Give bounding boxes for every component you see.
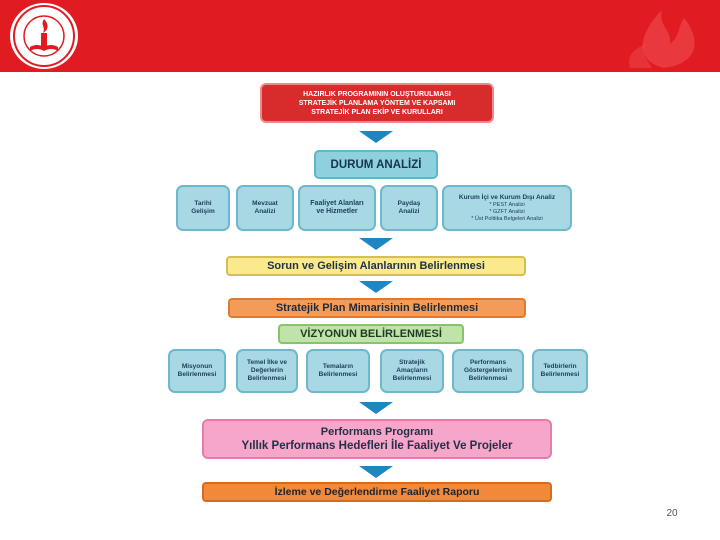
analysis-box-legislation-line-2: Analizi [254, 208, 276, 215]
situation-analysis-box: DURUM ANALİZİ [314, 150, 438, 179]
analysis-box-stakeholder-line-1: Paydaş [397, 200, 421, 207]
preparation-line-3: STRATEJİK PLAN EKİP VE KURULLARI [311, 108, 443, 116]
plan-box-indicators-line-3: Belirlenmesi [468, 375, 508, 382]
plan-box-strategic-goals: Stratejik Amaçların Belirlenmesi [380, 349, 444, 393]
plan-box-performance-indicators: Performans Göstergelerinin Belirlenmesi [452, 349, 524, 393]
flow-arrow-4 [359, 402, 393, 414]
plan-box-principles-line-1: Temel İlke ve [247, 359, 287, 366]
analysis-box-activities-line-1: Faaliyet Alanları [310, 200, 364, 207]
plan-box-measures-line-2: Belirlenmesi [540, 371, 580, 378]
analysis-box-activities: Faaliyet Alanları ve Hizmetler [298, 185, 376, 231]
analysis-sub-gzft: * GZFT Analizi [489, 208, 525, 215]
flow-arrow-3 [359, 281, 393, 293]
flow-arrow-5 [359, 466, 393, 478]
plan-box-strategic-goals-line-3: Belirlenmesi [392, 375, 432, 382]
flame-watermark-icon [622, 4, 714, 70]
plan-box-measures: Tedbirlerin Belirlenmesi [532, 349, 588, 393]
plan-box-indicators-line-2: Göstergelerinin [463, 367, 513, 374]
analysis-box-internal-external: Kurum İçi ve Kurum Dışı Analiz * PEST An… [442, 185, 572, 231]
plan-box-principles: Temel İlke ve Değerlerin Belirlenmesi [236, 349, 298, 393]
preparation-line-1: HAZIRLIK PROGRAMININ OLUŞTURULMASI [303, 90, 451, 98]
plan-box-themes-line-1: Temaların [322, 363, 354, 370]
flow-arrow-2 [359, 238, 393, 250]
analysis-box-historical: Tarihi Gelişim [176, 185, 230, 231]
plan-box-strategic-goals-line-2: Amaçların [396, 367, 428, 374]
analysis-box-legislation-line-1: Mevzuat [252, 200, 278, 207]
analysis-box-stakeholder-line-2: Analizi [398, 208, 420, 215]
preparation-box: HAZIRLIK PROGRAMININ OLUŞTURULMASI STRAT… [260, 83, 494, 123]
analysis-sub-pest: * PEST Analizi [489, 201, 525, 208]
plan-box-mission: Misyonun Belirlenmesi [168, 349, 226, 393]
plan-box-measures-line-1: Tedbirlerin [543, 363, 577, 370]
vision-box: VİZYONUN BELİRLENMESİ [278, 324, 464, 344]
problem-areas-box: Sorun ve Gelişim Alanlarının Belirlenmes… [226, 256, 526, 276]
preparation-line-2: STRATEJİK PLANLAMA YÖNTEM VE KAPSAMI [298, 99, 456, 107]
plan-box-strategic-goals-line-1: Stratejik [399, 359, 425, 366]
analysis-box-stakeholder: Paydaş Analizi [380, 185, 438, 231]
performance-program-box: Performans Programı Yıllık Performans He… [202, 419, 552, 459]
header-bar [0, 0, 720, 72]
plan-architecture-box: Stratejik Plan Mimarisinin Belirlenmesi [228, 298, 526, 318]
analysis-box-activities-line-2: ve Hizmetler [316, 208, 358, 215]
analysis-box-internal-external-title: Kurum İçi ve Kurum Dışı Analiz [458, 193, 556, 201]
analysis-box-legislation: Mevzuat Analizi [236, 185, 294, 231]
ministry-logo [10, 3, 78, 69]
monitoring-report-box: İzleme ve Değerlendirme Faaliyet Raporu [202, 482, 552, 502]
analysis-sub-policy: * Üst Politika Belgeleri Analizi [471, 215, 543, 222]
plan-box-themes: Temaların Belirlenmesi [306, 349, 370, 393]
page-number: 20 [666, 508, 678, 519]
plan-box-principles-line-2: Değerlerin [250, 367, 284, 374]
performance-program-title: Performans Programı [320, 426, 434, 438]
flow-arrow-1 [359, 131, 393, 143]
plan-box-principles-line-3: Belirlenmesi [247, 375, 287, 382]
analysis-box-historical-line-2: Gelişim [191, 208, 215, 215]
plan-box-mission-line-1: Misyonun [181, 363, 213, 370]
plan-box-indicators-line-1: Performans [469, 359, 507, 366]
plan-box-mission-line-2: Belirlenmesi [177, 371, 217, 378]
performance-program-subtitle: Yıllık Performans Hedefleri İle Faaliyet… [241, 440, 513, 452]
plan-box-themes-line-2: Belirlenmesi [318, 371, 358, 378]
analysis-box-historical-line-1: Tarihi [194, 200, 212, 207]
